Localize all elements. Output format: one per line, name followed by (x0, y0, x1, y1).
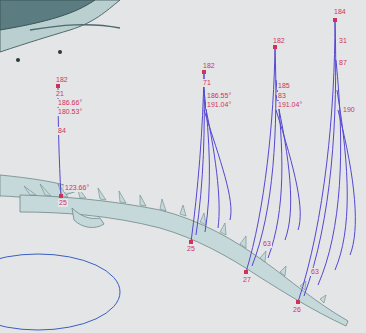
dimension-label: 87 (338, 59, 348, 67)
dimension-label: 190 (342, 106, 356, 114)
dimension-label: 191.04° (206, 101, 232, 109)
dimension-label: 186.55° (206, 92, 232, 100)
dimension-label: 84 (57, 127, 67, 135)
dimension-label: 182 (272, 37, 286, 45)
dimension-label: 25 (186, 245, 196, 253)
dimension-label: 63 (310, 268, 320, 276)
rivet (16, 58, 20, 62)
dimension-label: 25 (58, 199, 68, 207)
wing (0, 0, 120, 52)
dimension-label: 182 (202, 62, 216, 70)
dimension-label: 31 (338, 37, 348, 45)
dimension-label: 185 (277, 82, 291, 90)
wing-dark (0, 0, 95, 30)
dimension-label: 184 (333, 8, 347, 16)
dimension-label: 191.04° (277, 101, 303, 109)
dimension-label: 180.53° (57, 108, 83, 116)
dimension-label: 27 (242, 276, 252, 284)
points (56, 18, 337, 304)
dimension-label: 63 (262, 240, 272, 248)
dimension-label: 186.66° (57, 99, 83, 107)
dimension-label: 21 (55, 90, 65, 98)
ground-ellipse (0, 254, 120, 330)
measure-lines (58, 20, 355, 302)
claw (72, 208, 104, 227)
dimension-label: 71 (202, 79, 212, 87)
wing-edge (30, 25, 120, 30)
tail (20, 195, 348, 326)
dimension-label: 26 (292, 306, 302, 314)
dimension-label: 83 (277, 92, 287, 100)
dimension-label: 123.66° (64, 184, 90, 192)
dimension-label: 182 (55, 76, 69, 84)
rivet (58, 50, 62, 54)
